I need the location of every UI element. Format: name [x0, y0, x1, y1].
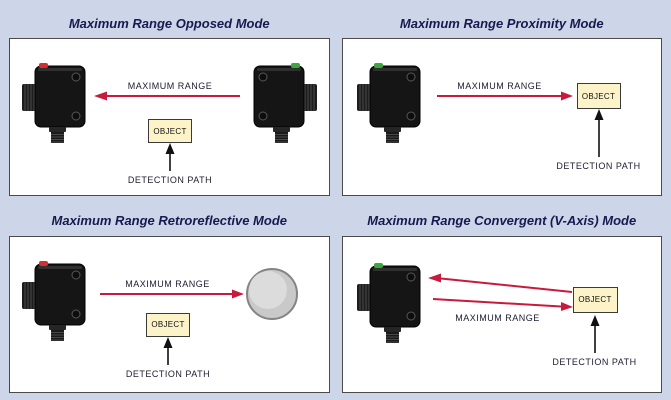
detection-path-arrowhead: [165, 143, 175, 154]
maximum-range-label: MAXIMUM RANGE: [457, 81, 542, 91]
detection-path-arrowhead: [163, 336, 173, 348]
sensor-connector: [49, 127, 66, 143]
panel-diagram-proximity: MAXIMUM RANGE OBJECT DETECTION PATH: [341, 38, 662, 196]
maximum-range-arrowhead: [560, 91, 573, 101]
sensor-lens-barrel: [22, 84, 37, 111]
object-box: OBJECT: [572, 286, 618, 313]
sensor-body: [34, 263, 86, 325]
sensor-connector: [383, 127, 401, 143]
panel-diagram-convergent: MAXIMUM RANGE OBJECT DETECTION PATH: [341, 235, 662, 393]
panel-retroreflective-mode: Maximum Range Retroreflective Mode: [9, 206, 330, 393]
emit-beam-line: [432, 297, 561, 307]
sensor-graphic: [356, 262, 420, 343]
panel-title-retroreflective: Maximum Range Retroreflective Mode: [51, 213, 287, 228]
object-box: OBJECT: [146, 312, 190, 337]
return-beam-line: [440, 277, 572, 293]
maximum-range-label: MAXIMUM RANGE: [455, 312, 540, 323]
indicator-led: [290, 63, 300, 68]
mounting-holes: [71, 270, 81, 318]
indicator-led: [373, 63, 383, 68]
maximum-range-label: MAXIMUM RANGE: [127, 81, 213, 91]
panel-title-opposed: Maximum Range Opposed Mode: [68, 15, 270, 31]
panel-convergent-mode: Maximum Range Convergent (V-Axis) Mode: [341, 206, 662, 393]
detection-path-arrowhead: [594, 109, 603, 120]
maximum-range-label: MAXIMUM RANGE: [125, 278, 210, 289]
indicator-led: [39, 63, 48, 68]
retroreflector-graphic: [246, 267, 298, 320]
detection-path-label: DETECTION PATH: [125, 368, 211, 379]
object-label: OBJECT: [153, 126, 187, 136]
sensor-graphic: [356, 63, 420, 143]
proximity-arrows-overlay: [436, 91, 603, 157]
sensor-connector: [383, 326, 401, 343]
opposed-arrows-overlay: [94, 91, 240, 171]
mounting-holes: [406, 272, 415, 320]
sensor-lens-barrel: [356, 283, 372, 311]
retroreflective-arrows-overlay: [100, 267, 298, 365]
panel-diagram-opposed: MAXIMUM RANGE OBJECT DETECTION PATH: [9, 38, 330, 196]
object-label: OBJECT: [581, 91, 616, 101]
sensor-graphic: [22, 260, 86, 341]
maximum-range-arrowhead: [94, 91, 107, 101]
mounting-holes: [406, 72, 415, 121]
sensor-lens-barrel: [356, 84, 372, 111]
mounting-holes: [71, 72, 81, 121]
sensor-lens-barrel: [22, 281, 37, 309]
object-label: OBJECT: [578, 295, 612, 304]
maximum-range-arrowhead: [232, 289, 244, 298]
sensor-connector: [49, 324, 66, 341]
sensor-emitter-graphic: [22, 63, 86, 143]
indicator-led: [39, 260, 48, 266]
detection-path-label: DETECTION PATH: [552, 356, 637, 367]
panel-diagram-retroreflective: MAXIMUM RANGE OBJECT DETECTION PATH: [9, 235, 330, 393]
object-label: OBJECT: [151, 320, 185, 329]
panel-opposed-mode: Maximum Range Opposed Mode: [9, 8, 330, 196]
convergent-arrows-overlay: [427, 273, 599, 353]
panel-title-proximity: Maximum Range Proximity Mode: [399, 15, 604, 31]
emit-beam-arrowhead: [560, 301, 573, 311]
object-box: OBJECT: [576, 83, 621, 109]
sensor-receiver-graphic: [253, 63, 317, 143]
indicator-led: [373, 262, 383, 268]
return-beam-arrowhead: [427, 273, 441, 282]
sensor-body: [34, 65, 86, 128]
detection-path-label: DETECTION PATH: [556, 161, 641, 171]
sensor-body: [369, 265, 420, 327]
detection-path-arrowhead: [590, 314, 599, 326]
sensor-connector: [272, 127, 290, 143]
panel-proximity-mode: Maximum Range Proximity Mode: [341, 8, 662, 196]
object-box: OBJECT: [148, 119, 192, 143]
detection-path-label: DETECTION PATH: [127, 175, 213, 185]
panel-title-convergent: Maximum Range Convergent (V-Axis) Mode: [367, 213, 637, 228]
mounting-holes: [258, 72, 267, 121]
sensor-lens-barrel: [301, 84, 317, 111]
